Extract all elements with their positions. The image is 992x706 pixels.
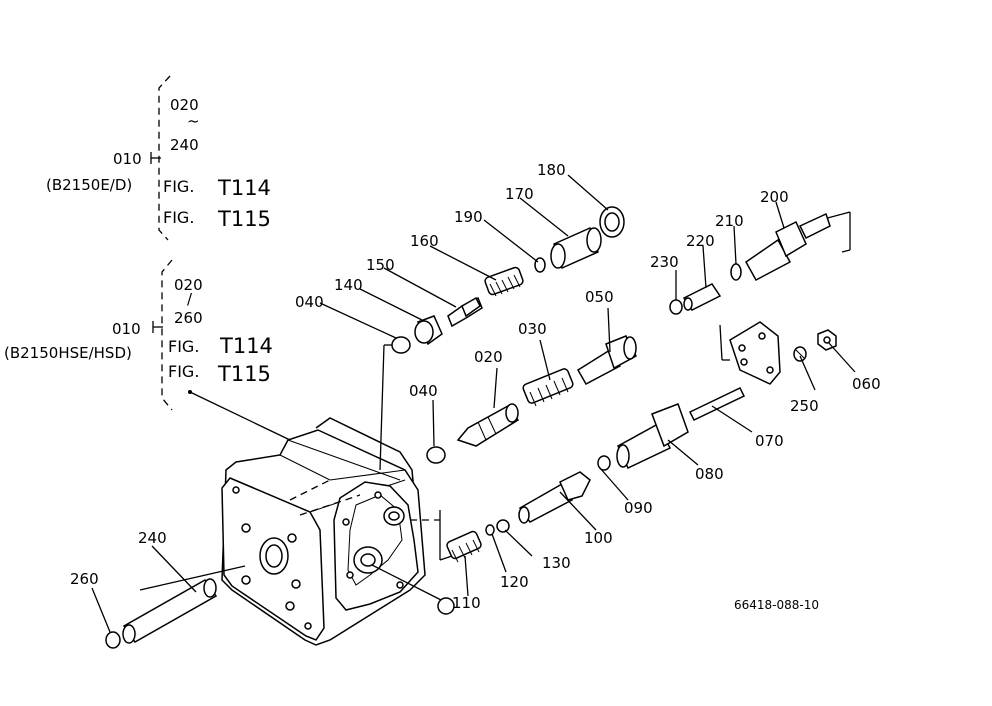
part-070-pin (688, 387, 746, 421)
legend-group-b: 020 / 260 010 (B2150HSE/HSD) FIG. T114 F… (4, 259, 273, 411)
legend-group-a-bracket (158, 75, 171, 241)
callout-040-upper: 040 (295, 293, 324, 311)
callout-060: 060 (852, 375, 881, 393)
legend-a-assembly: 010 (113, 150, 142, 168)
callout-040-lower: 040 (409, 382, 438, 400)
legend-b-fig-2: T115 (217, 362, 271, 386)
legend-b-model: (B2150HSE/HSD) (4, 344, 132, 362)
part-180-nut (599, 206, 625, 238)
legend-a-fig-1: T114 (217, 176, 271, 200)
callout-020: 020 (474, 348, 503, 366)
part-240-pipe (122, 578, 218, 644)
callout-170: 170 (505, 185, 534, 203)
callout-220: 220 (686, 232, 715, 250)
part-040-o-ring-lower (426, 446, 446, 464)
legend-a-fig-2: T115 (217, 207, 271, 231)
callout-140: 140 (334, 276, 363, 294)
callout-070: 070 (755, 432, 784, 450)
part-130-o-ring (496, 519, 510, 533)
legend-a-fig-prefix-1: FIG. (163, 177, 194, 196)
legend-group-b-bracket (161, 259, 173, 411)
part-020-spool (456, 403, 520, 447)
callout-numbers: 040 140 150 160 190 170 180 020 030 050 … (70, 161, 881, 612)
part-170-sleeve (550, 226, 602, 270)
callout-100: 100 (584, 529, 613, 547)
callout-190: 190 (454, 208, 483, 226)
part-260-o-ring (105, 631, 121, 649)
callout-180: 180 (537, 161, 566, 179)
part-160-spring (484, 266, 524, 297)
callout-120: 120 (500, 573, 529, 591)
callout-160: 160 (410, 232, 439, 250)
callout-250: 250 (790, 397, 819, 415)
part-220-poppet (682, 283, 722, 311)
callout-200: 200 (760, 188, 789, 206)
part-090-o-ring (597, 455, 611, 471)
callout-150: 150 (366, 256, 395, 274)
part-080-plug (616, 403, 689, 470)
callout-080: 080 (695, 465, 724, 483)
legend-b-range-sep: / (187, 290, 193, 308)
part-120-washer (485, 524, 495, 536)
valve-housing (221, 417, 426, 646)
callout-260: 260 (70, 570, 99, 588)
part-030-spring (522, 368, 574, 407)
part-250-set-screw (793, 346, 807, 362)
part-140-plug (414, 315, 443, 346)
legend-a-fig-prefix-2: FIG. (163, 208, 194, 227)
legend-a-range-sep: ~ (187, 112, 200, 130)
part-bracket-plate (729, 321, 781, 385)
legend-group-a: 020 ~ 240 010 (B2150E/D) FIG. T114 FIG. … (46, 75, 271, 241)
legend-b-fig-prefix-2: FIG. (168, 362, 199, 381)
callout-030: 030 (518, 320, 547, 338)
callout-130: 130 (542, 554, 571, 572)
part-230-o-ring (669, 299, 683, 315)
part-040-o-ring-upper (391, 336, 411, 354)
callout-leaders (91, 174, 856, 633)
legend-b-assembly: 010 (112, 320, 141, 338)
part-110-spring (446, 530, 482, 563)
legend-b-range-start: 020 (174, 276, 203, 294)
callout-240: 240 (138, 529, 167, 547)
legend-b-range-end: 260 (174, 309, 203, 327)
callout-230: 230 (650, 253, 679, 271)
part-200-plug (745, 212, 831, 282)
part-210-o-ring (730, 263, 742, 281)
part-o-ring-housing-port (437, 597, 455, 615)
callout-050: 050 (585, 288, 614, 306)
callout-110: 110 (452, 594, 481, 612)
part-150-poppet (447, 296, 483, 328)
legend-a-range-end: 240 (170, 136, 199, 154)
part-100-spool (518, 471, 591, 524)
part-050-plug (576, 335, 637, 386)
legend-b-fig-1: T114 (219, 334, 273, 358)
legend-a-model: (B2150E/D) (46, 176, 132, 194)
drawing-code: 66418-088-10 (734, 598, 819, 612)
legend-b-fig-prefix-1: FIG. (168, 337, 199, 356)
legend-a-range-start: 020 (170, 96, 199, 114)
callout-210: 210 (715, 212, 744, 230)
callout-090: 090 (624, 499, 653, 517)
